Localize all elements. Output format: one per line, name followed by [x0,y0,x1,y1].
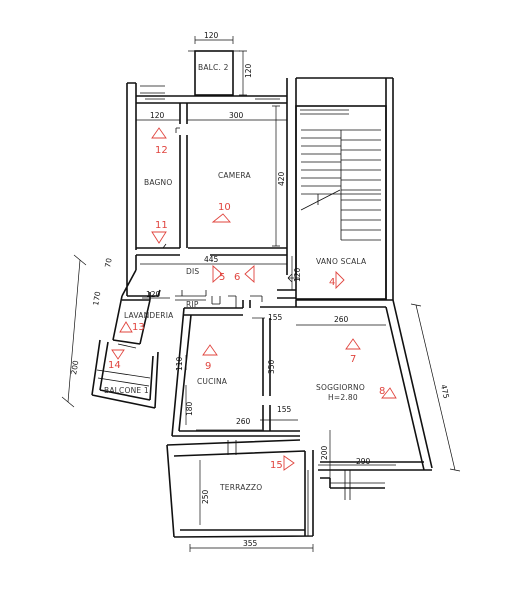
view-marker-10: 10 [218,202,231,213]
dim-terrazzo-bottom: 355 [243,539,258,548]
room-label-camera: CAMERA [218,171,251,180]
view-marker-8-symbol [381,387,397,399]
dim-camera-depth: 420 [277,171,286,186]
view-marker-15-symbol [283,455,295,471]
dim-cucina-350: 350 [267,359,276,374]
dim-balc2-depth: 120 [244,63,253,78]
room-label-bagno: BAGNO [144,178,172,187]
room-label-balcone1: BALCONE 1 [104,386,149,395]
view-marker-10-symbol [211,213,231,223]
view-marker-5: 5 [219,272,225,283]
room-label-balc2: BALC. 2 [198,63,229,72]
dim-left-200: 200 [69,359,80,375]
view-marker-6: 6 [234,272,240,283]
room-label-dis: DIS [186,267,199,276]
dim-soggiorno-width: 260 [334,315,349,324]
view-marker-12-symbol [151,127,167,139]
room-label-vano-scala: VANO SCALA [316,257,367,266]
room-label-rip: RIP [186,300,199,309]
view-marker-9-symbol [202,344,218,356]
view-marker-13-symbol [119,321,133,333]
dim-soggiorno-depth: 475 [439,384,451,400]
view-marker-8: 8 [379,386,385,397]
view-marker-6-symbol [244,264,255,284]
dim-soggiorno-200: 200 [320,445,329,460]
view-marker-13: 13 [132,322,145,333]
dim-terrazzo-top: 260 [236,417,251,426]
walls [91,50,433,538]
room-label-lavanderia: LAVANDERIA [124,311,174,320]
balcony-2-outline [194,50,234,96]
dim-soggiorno-290: 290 [356,457,371,466]
view-markers: 12 10 11 5 6 4 13 14 9 7 8 15 [108,127,397,471]
room-labels: BALC. 2 BAGNO CAMERA VANO SCALA DIS RIP … [104,63,367,492]
dim-dis-depth: 120 [293,267,302,282]
dim-cucina-180: 180 [185,401,194,416]
view-marker-4: 4 [329,277,335,288]
view-marker-12: 12 [155,145,168,156]
view-marker-5-symbol [212,264,223,284]
dim-camera-width: 300 [229,111,244,120]
dim-cucina-155b: 155 [277,405,292,414]
dim-left-70: 70 [103,257,114,268]
view-marker-7: 7 [350,354,356,365]
view-marker-15: 15 [270,460,283,471]
room-label-soggiorno: SOGGIORNO [316,383,365,392]
details [96,85,385,536]
dimension-lines [61,36,461,552]
dim-cucina-155a: 155 [268,313,283,322]
view-marker-9: 9 [205,361,211,372]
dim-bagno-width: 120 [150,111,165,120]
room-label-terrazzo: TERRAZZO [219,483,262,492]
stair-treads [300,105,381,241]
dim-dis-width: 445 [204,255,219,264]
view-marker-11-symbol [151,231,167,244]
view-marker-14: 14 [108,360,121,371]
dim-balc2-width: 120 [204,31,219,40]
dim-left-170: 170 [91,290,102,306]
view-marker-7-symbol [345,338,361,350]
dim-terrazzo-depth: 250 [201,489,210,504]
room-label-cucina: CUCINA [197,377,228,386]
dimension-labels: 120 120 120 300 420 445 120 120 70 170 2… [69,31,451,548]
view-marker-14-symbol [111,349,125,360]
view-marker-11: 11 [155,220,168,231]
view-marker-4-symbol [335,270,345,290]
room-label-soggiorno-height: H=2.80 [328,393,358,402]
dim-rip-width: 120 [146,290,161,299]
dim-cucina-110: 110 [175,356,184,371]
